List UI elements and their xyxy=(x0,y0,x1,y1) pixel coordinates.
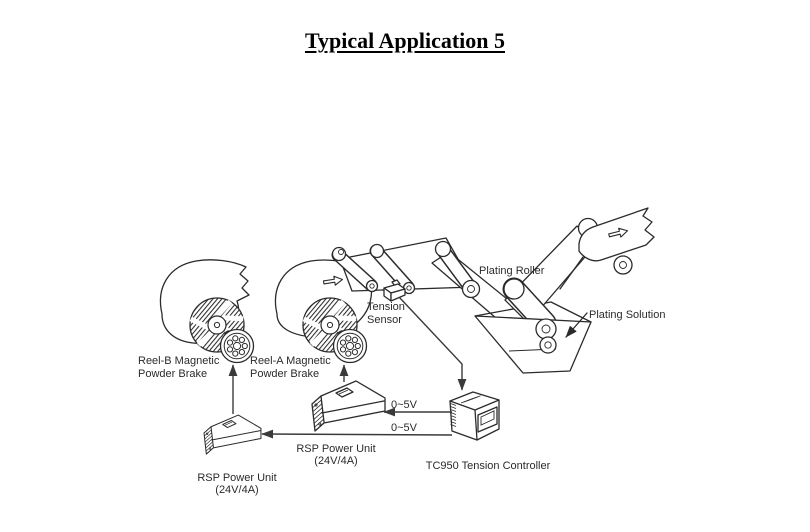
reel-b-label-2: Powder Brake xyxy=(138,368,207,380)
guide-rollers xyxy=(331,240,481,299)
tank-front xyxy=(474,315,592,374)
tension-sensor xyxy=(383,279,406,302)
psu-a-label: RSP Power Unit xyxy=(296,443,375,455)
sensor-to-controller-line xyxy=(398,296,467,391)
controller-label: TC950 Tension Controller xyxy=(426,460,551,472)
psu-b-label-2: (24V/4A) xyxy=(215,484,258,496)
plating-roller xyxy=(502,277,557,335)
controller-to-psu-b-line xyxy=(261,429,453,439)
reel-b-label: Reel-B Magnetic xyxy=(138,355,220,367)
reel-a-label: Reel-A Magnetic xyxy=(250,355,331,367)
reel-b-assembly xyxy=(159,259,255,364)
psu-b-label: RSP Power Unit xyxy=(197,472,276,484)
signal-a-label: 0~5V xyxy=(391,399,418,411)
reel-a-label-2: Powder Brake xyxy=(250,368,319,380)
tension-sensor-label-2: Sensor xyxy=(367,314,402,326)
plating-roller-label: Plating Roller xyxy=(479,265,545,277)
psu-a-label-2: (24V/4A) xyxy=(314,455,357,467)
tension-sensor-label: Tension xyxy=(367,301,405,313)
diagram-labels: Reel-B Magnetic Powder Brake Reel-A Magn… xyxy=(138,265,665,496)
signal-wiring xyxy=(228,296,588,439)
signal-b-label: 0~5V xyxy=(391,422,418,434)
plating-solution-label: Plating Solution xyxy=(589,309,665,321)
tc950-controller xyxy=(449,391,500,441)
plating-tank-section xyxy=(474,207,655,374)
plating-solution-pointer xyxy=(565,312,588,338)
controller-display xyxy=(477,406,498,433)
page-title: Typical Application 5 xyxy=(304,28,506,53)
psu-a xyxy=(311,380,386,432)
psu-b xyxy=(203,414,262,455)
